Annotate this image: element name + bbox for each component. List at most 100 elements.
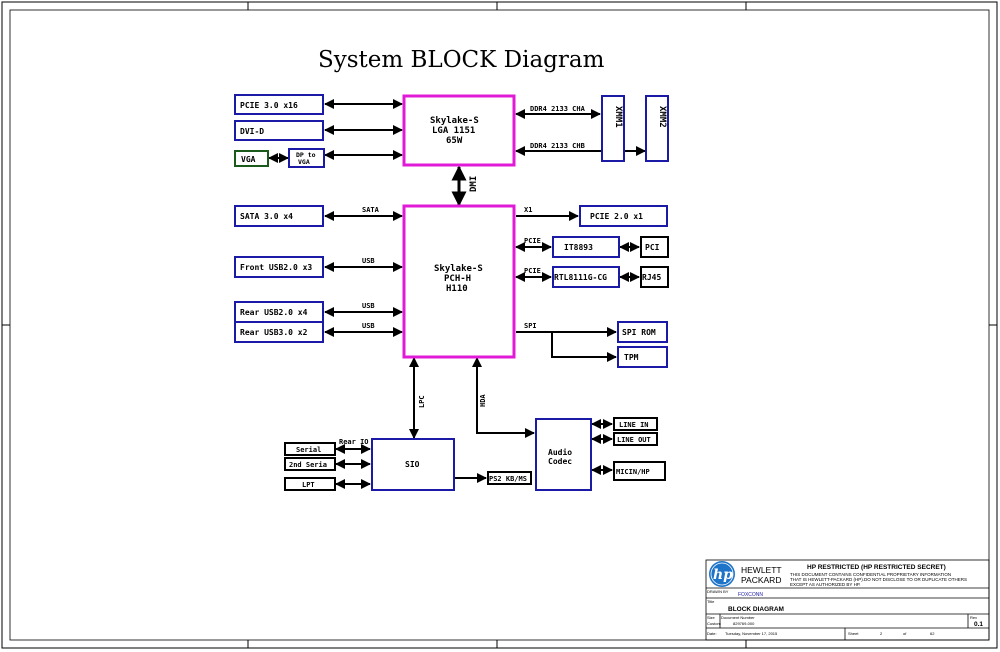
label-spi: SPI xyxy=(524,322,537,330)
svg-text:hp: hp xyxy=(713,567,733,583)
dp-vga-label-2: VGA xyxy=(298,158,310,166)
box-serial xyxy=(284,442,336,456)
box-pcie16 xyxy=(234,94,324,115)
doc-number-label: Document Number xyxy=(721,615,755,620)
box-line-out xyxy=(613,432,658,446)
rear-usb2-label: Rear USB2.0 x4 xyxy=(240,308,308,317)
rear-usb3-label: Rear USB3.0 x2 xyxy=(240,328,308,337)
label-lpc: LPC xyxy=(418,395,426,408)
it8893-label: IT8893 xyxy=(564,243,593,252)
box-pci xyxy=(640,236,669,258)
notice-line-2: THAT IS HEWLETT-PACKARD (HP).DO NOT DISC… xyxy=(790,577,967,582)
box-sata xyxy=(234,205,324,227)
pci-label: PCI xyxy=(645,243,660,252)
box-front-usb xyxy=(234,256,324,278)
box-dvid xyxy=(234,120,324,141)
box-rtl xyxy=(552,266,620,288)
box-it8893 xyxy=(552,236,620,258)
drawn-by-value: FOXCONN xyxy=(738,592,763,598)
box-line-in xyxy=(613,417,658,431)
box-serial2 xyxy=(284,457,336,471)
front-usb-label: Front USB2.0 x3 xyxy=(240,263,312,272)
box-dp-vga xyxy=(288,148,325,168)
label-sata: SATA xyxy=(362,206,380,214)
pch-line-2: PCH-H xyxy=(444,274,471,284)
mic-label: MICIN/HP xyxy=(616,468,650,476)
restricted-label: HP RESTRICTED (HP RESTRICTED SECRET) xyxy=(807,564,946,571)
spi-rom-label: SPI ROM xyxy=(622,328,656,337)
rj45-label: RJ45 xyxy=(642,273,661,282)
label-ddr-chb: DDR4 2133 CHB xyxy=(530,142,585,150)
tpm-label: TPM xyxy=(624,353,639,362)
lpt-label: LPT xyxy=(302,481,315,489)
box-ps2 xyxy=(487,471,532,485)
date-value: Tuesday, November 17, 2015 xyxy=(725,631,778,636)
sheet-label: Sheet xyxy=(848,631,859,636)
label-dmi: DMI xyxy=(469,176,479,192)
box-vga xyxy=(234,150,269,167)
sio-label: SIO xyxy=(405,460,420,469)
link-tpm xyxy=(551,332,617,362)
box-rear-usb3 xyxy=(234,321,324,343)
drawn-by-label: DRAWN BY xyxy=(707,589,729,594)
date-label: Date: xyxy=(707,631,717,636)
sata-label: SATA 3.0 x4 xyxy=(240,212,293,221)
pch-line-1: Skylake-S xyxy=(434,264,483,274)
size-value: Custom xyxy=(707,621,721,626)
rev-value: 0.1 xyxy=(974,621,983,628)
audio-label-2: Codec xyxy=(548,457,572,466)
cpu-line-1: Skylake-S xyxy=(430,116,479,126)
xmm2-label: XMM2 xyxy=(657,106,667,128)
label-usb-rear3: USB xyxy=(362,322,375,330)
box-mic xyxy=(613,461,666,481)
label-x1: X1 xyxy=(524,206,532,214)
pcie16-label: PCIE 3.0 x16 xyxy=(240,101,298,110)
rtl-label: RTL8111G-CG xyxy=(554,273,607,282)
serial-label: Serial xyxy=(296,446,321,454)
cpu-block: Skylake-S LGA 1151 65W xyxy=(402,94,516,167)
cpu-line-3: 65W xyxy=(446,136,463,146)
doc-title: BLOCK DIAGRAM xyxy=(728,606,784,613)
box-lpt xyxy=(284,477,336,491)
sheet-value: 2 xyxy=(880,631,883,636)
box-xmm1 xyxy=(601,95,625,162)
title-field-label: Title xyxy=(707,599,715,604)
serial2-label: 2nd Seria xyxy=(289,461,327,469)
label-rear-io: Rear IO xyxy=(339,438,369,446)
sheets-value: 62 xyxy=(930,631,935,636)
cpu-line-2: LGA 1151 xyxy=(432,126,475,136)
box-sio xyxy=(371,438,455,491)
xmm1-label: XMM1 xyxy=(613,106,623,128)
vga-label: VGA xyxy=(241,155,256,164)
hp-logo: hp xyxy=(709,561,735,587)
line-out-label: LINE OUT xyxy=(617,436,651,444)
line-in-label: LINE IN xyxy=(619,421,649,429)
label-usb-rear2: USB xyxy=(362,302,375,310)
box-spi-rom xyxy=(617,321,668,343)
rev-label: Rev xyxy=(970,615,977,620)
company-line-1: HEWLETT xyxy=(741,565,782,575)
box-xmm2 xyxy=(645,95,669,162)
diagram-title: System BLOCK Diagram xyxy=(318,47,605,73)
notice-line-1: THIS DOCUMENT CONTAINS CONFIDENTIAL PROP… xyxy=(790,572,951,577)
dp-vga-label-1: DP to xyxy=(296,151,316,159)
ps2-label: PS2 KB/MS xyxy=(489,475,527,483)
label-hda: HDA xyxy=(479,394,487,407)
label-pcie-a: PCIE xyxy=(524,237,541,245)
doc-number-value: 829769-000 xyxy=(733,621,755,626)
of-label: of xyxy=(903,631,907,636)
box-pcie-x1 xyxy=(579,205,668,227)
label-usb-front: USB xyxy=(362,257,375,265)
label-pcie-b: PCIE xyxy=(524,267,541,275)
box-rj45 xyxy=(640,266,669,288)
pch-block: Skylake-S PCH-H H110 xyxy=(402,204,516,359)
box-audio xyxy=(535,418,592,491)
link-hda xyxy=(472,357,535,438)
label-ddr-cha: DDR4 2133 CHA xyxy=(530,105,586,113)
box-tpm xyxy=(617,346,668,368)
pch-line-3: H110 xyxy=(446,284,468,294)
title-block xyxy=(705,559,990,641)
size-label: Size xyxy=(707,615,716,620)
